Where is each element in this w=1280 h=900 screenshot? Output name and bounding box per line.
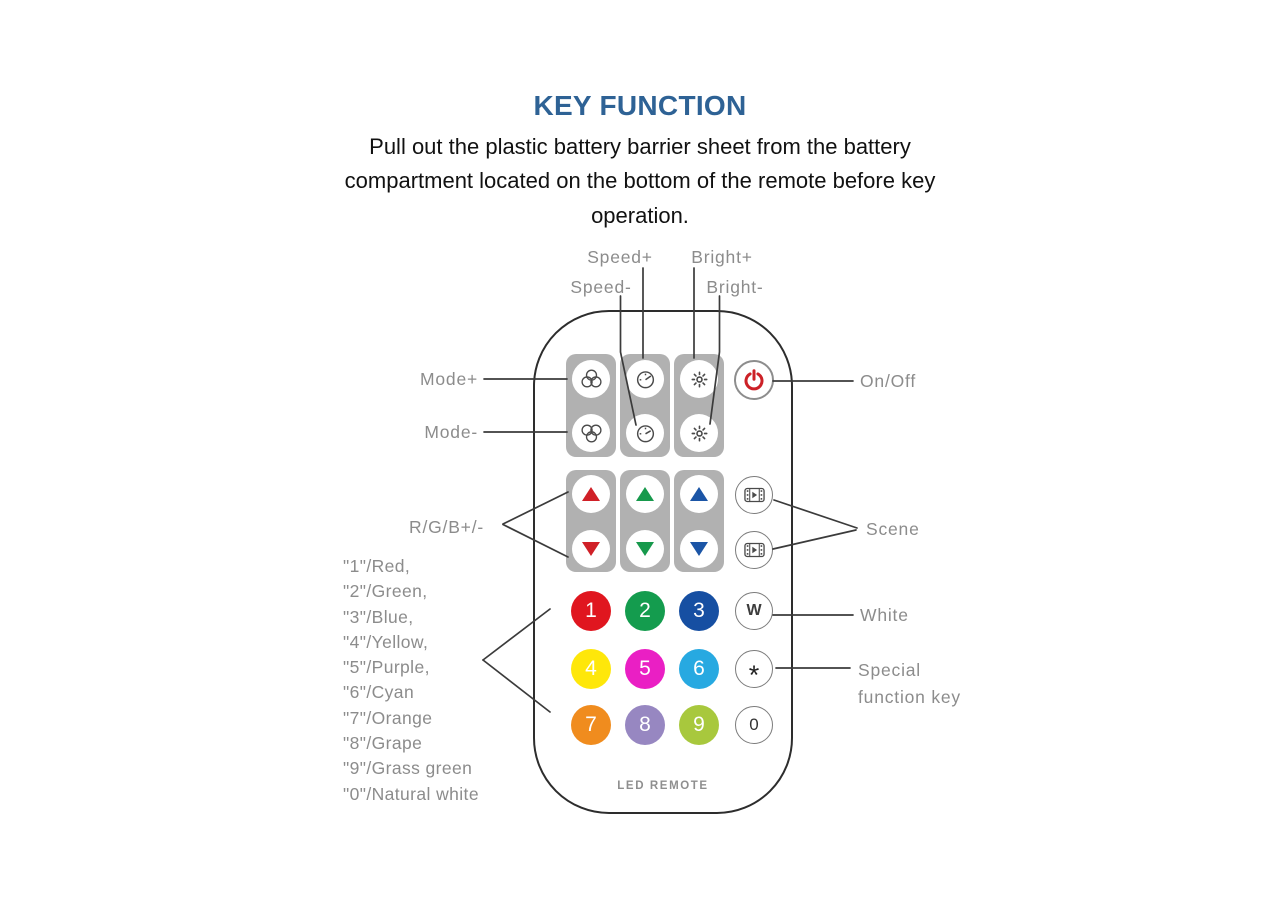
key-9: 9 [679, 705, 719, 745]
up-arrow-icon [582, 487, 600, 501]
label-special-function: Special function key [858, 660, 961, 707]
remote-body: 1 2 3 4 5 6 7 8 9 W * 0 LED REMOTE [533, 310, 793, 814]
label-bright-minus: Bright- [706, 277, 764, 297]
color-key-legend: "1"/Red, "2"/Green, "3"/Blue, "4"/Yellow… [343, 554, 479, 807]
green-up-button [626, 475, 664, 513]
legend-item: "8"/Grape [343, 733, 423, 754]
legend-item: "2"/Green, [343, 581, 428, 602]
legend-item: "4"/Yellow, [343, 631, 429, 652]
special-function-key: * [735, 650, 773, 690]
legend-item: "6"/Cyan [343, 682, 415, 703]
label-scene: Scene [866, 519, 920, 539]
red-down-button [572, 530, 610, 568]
up-arrow-icon [636, 487, 654, 501]
description: Pull out the plastic battery barrier she… [0, 130, 1280, 233]
key-6: 6 [679, 649, 719, 689]
zero-key-label: 0 [749, 715, 759, 734]
key-1: 1 [571, 591, 611, 631]
label-bright-plus: Bright+ [691, 247, 753, 267]
scene-button-2 [735, 531, 773, 569]
description-line: compartment located on the bottom of the… [344, 168, 936, 194]
legend-item: "7"/Orange [343, 707, 433, 728]
film-icon [743, 542, 765, 558]
mode-plus-button [572, 360, 610, 398]
legend-item: "3"/Blue, [343, 606, 414, 627]
sun-icon [688, 422, 711, 445]
label-mode-plus: Mode+ [420, 369, 478, 389]
white-key: W [735, 592, 773, 630]
down-arrow-icon [636, 542, 654, 556]
white-key-label: W [746, 602, 762, 619]
label-rgb: R/G/B+/- [409, 517, 484, 537]
power-button [734, 360, 774, 400]
key-2: 2 [625, 591, 665, 631]
key-4: 4 [571, 649, 611, 689]
key-8: 8 [625, 705, 665, 745]
legend-item: "1"/Red, [343, 556, 411, 576]
label-on-off: On/Off [860, 371, 917, 391]
down-arrow-icon [690, 542, 708, 556]
speedometer-icon [634, 422, 657, 445]
legend-item: "9"/Grass green [343, 758, 473, 779]
led-remote-label: LED REMOTE [617, 780, 709, 792]
description-line: operation. [591, 202, 689, 228]
blue-up-button [680, 475, 718, 513]
sun-icon [688, 368, 711, 391]
blue-down-button [680, 530, 718, 568]
mode-minus-button [572, 414, 610, 452]
film-icon [743, 487, 765, 503]
scene-button-1 [735, 476, 773, 514]
key-3: 3 [679, 591, 719, 631]
up-arrow-icon [690, 487, 708, 501]
speedometer-icon [634, 368, 657, 391]
label-speed-plus: Speed+ [587, 247, 653, 267]
zero-key: 0 [735, 706, 773, 744]
page-title: KEY FUNCTION [533, 90, 747, 121]
legend-item: "5"/Purple, [343, 657, 430, 678]
key-5: 5 [625, 649, 665, 689]
power-icon [742, 368, 766, 392]
label-white: White [860, 605, 909, 625]
key-7: 7 [571, 705, 611, 745]
red-up-button [572, 475, 610, 513]
label-speed-minus: Speed- [570, 277, 632, 297]
down-arrow-icon [582, 542, 600, 556]
green-down-button [626, 530, 664, 568]
color-wheel-down-icon [580, 422, 603, 444]
legend-item: "0"/Natural white [343, 783, 479, 804]
description-line: Pull out the plastic battery barrier she… [369, 134, 911, 159]
label-mode-minus: Mode- [424, 422, 478, 442]
asterisk-icon: * [748, 659, 760, 690]
color-wheel-up-icon [580, 368, 603, 390]
